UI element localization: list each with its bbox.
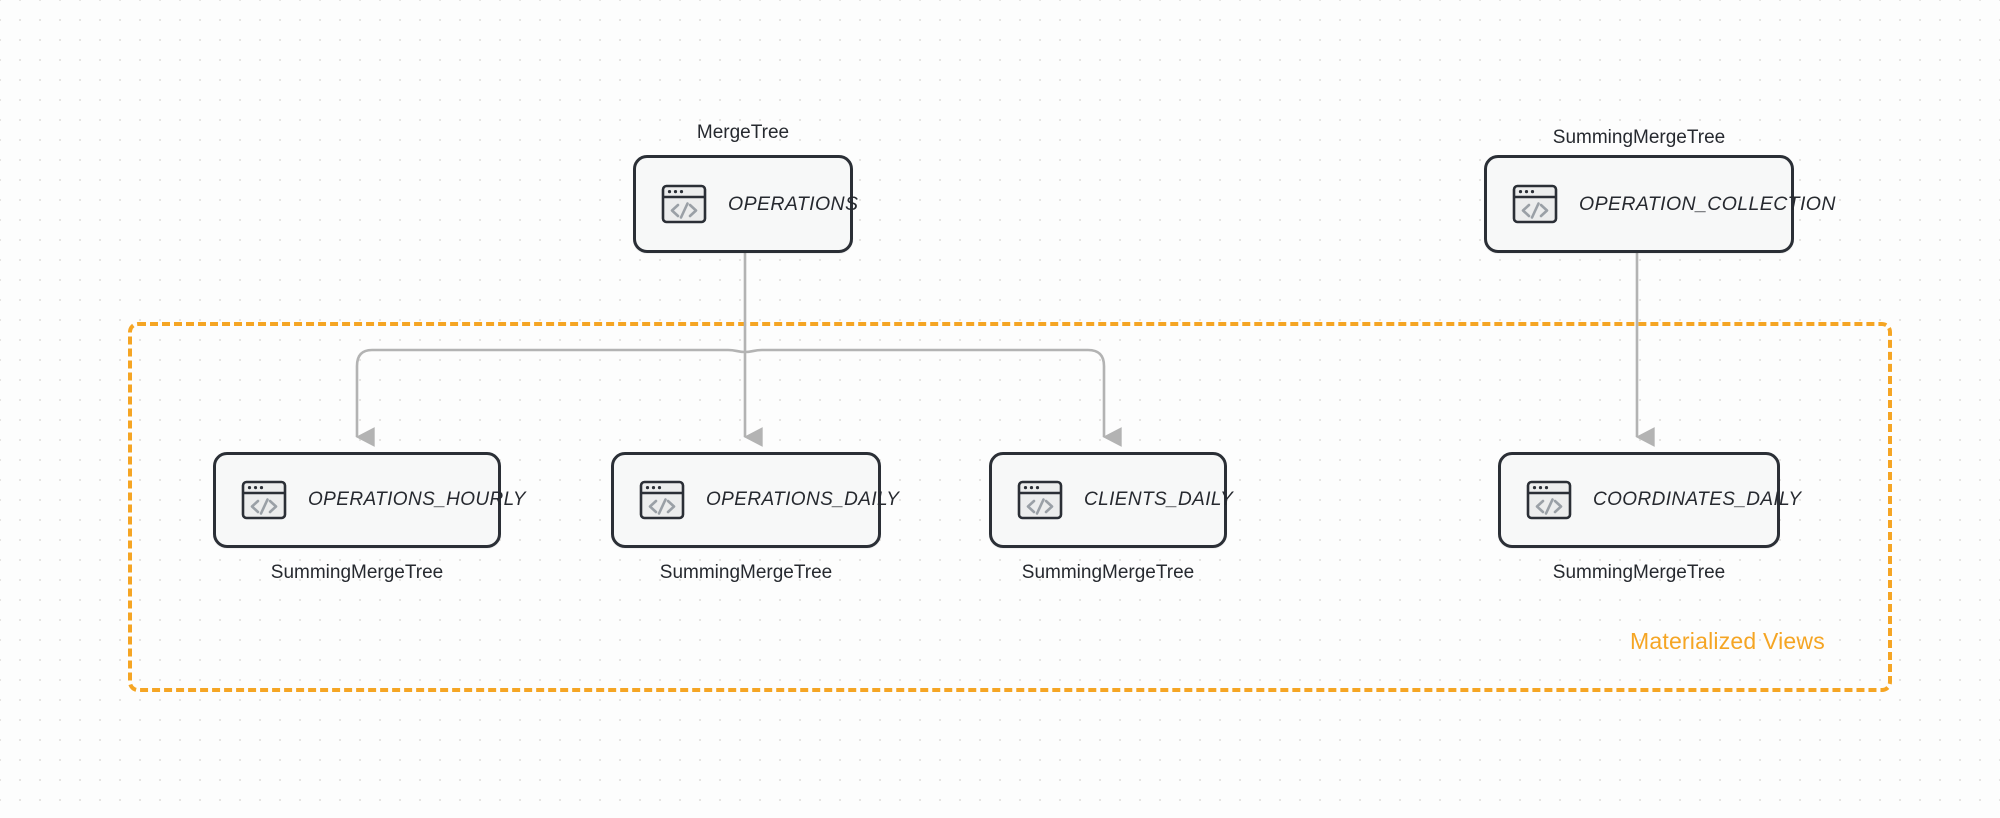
node-operation-collection[interactable]: OPERATION_COLLECTION: [1484, 155, 1835, 253]
code-window-icon: [1509, 178, 1561, 230]
code-window-icon: [1523, 474, 1575, 526]
node-label-operations: OPERATIONS: [728, 192, 859, 215]
engine-caption-operation-collection: SummingMergeTree: [1552, 127, 1726, 148]
code-window-icon: [636, 474, 688, 526]
node-label-operations-hourly: OPERATIONS_HOURLY: [308, 489, 526, 510]
engine-caption-operations: MergeTree: [696, 122, 790, 143]
engine-caption-clients-daily: SummingMergeTree: [1021, 562, 1195, 583]
engine-caption-coordinates-daily: SummingMergeTree: [1552, 562, 1726, 583]
code-window-icon: [1014, 474, 1066, 526]
node-operations-hourly[interactable]: OPERATIONS_HOURLY: [213, 452, 526, 548]
node-label-clients-daily: CLIENTS_DAILY: [1084, 489, 1234, 510]
engine-caption-operations-hourly: SummingMergeTree: [270, 562, 444, 583]
engine-caption-operations-daily: SummingMergeTree: [659, 562, 833, 583]
node-label-coordinates-daily: COORDINATES_DAILY: [1593, 489, 1802, 510]
node-label-operations-daily: OPERATIONS_DAILY: [706, 489, 900, 510]
code-window-icon: [238, 474, 290, 526]
node-clients-daily[interactable]: CLIENTS_DAILY: [989, 452, 1233, 548]
node-label-operation-collection: OPERATION_COLLECTION: [1579, 192, 1836, 215]
node-coordinates-daily[interactable]: COORDINATES_DAILY: [1498, 452, 1801, 548]
materialized-views-group: [128, 322, 1892, 692]
node-operations[interactable]: OPERATIONS: [633, 155, 858, 253]
code-window-icon: [658, 178, 710, 230]
node-operations-daily[interactable]: OPERATIONS_DAILY: [611, 452, 899, 548]
materialized-views-group-label: Materialized Views: [1630, 628, 1825, 654]
